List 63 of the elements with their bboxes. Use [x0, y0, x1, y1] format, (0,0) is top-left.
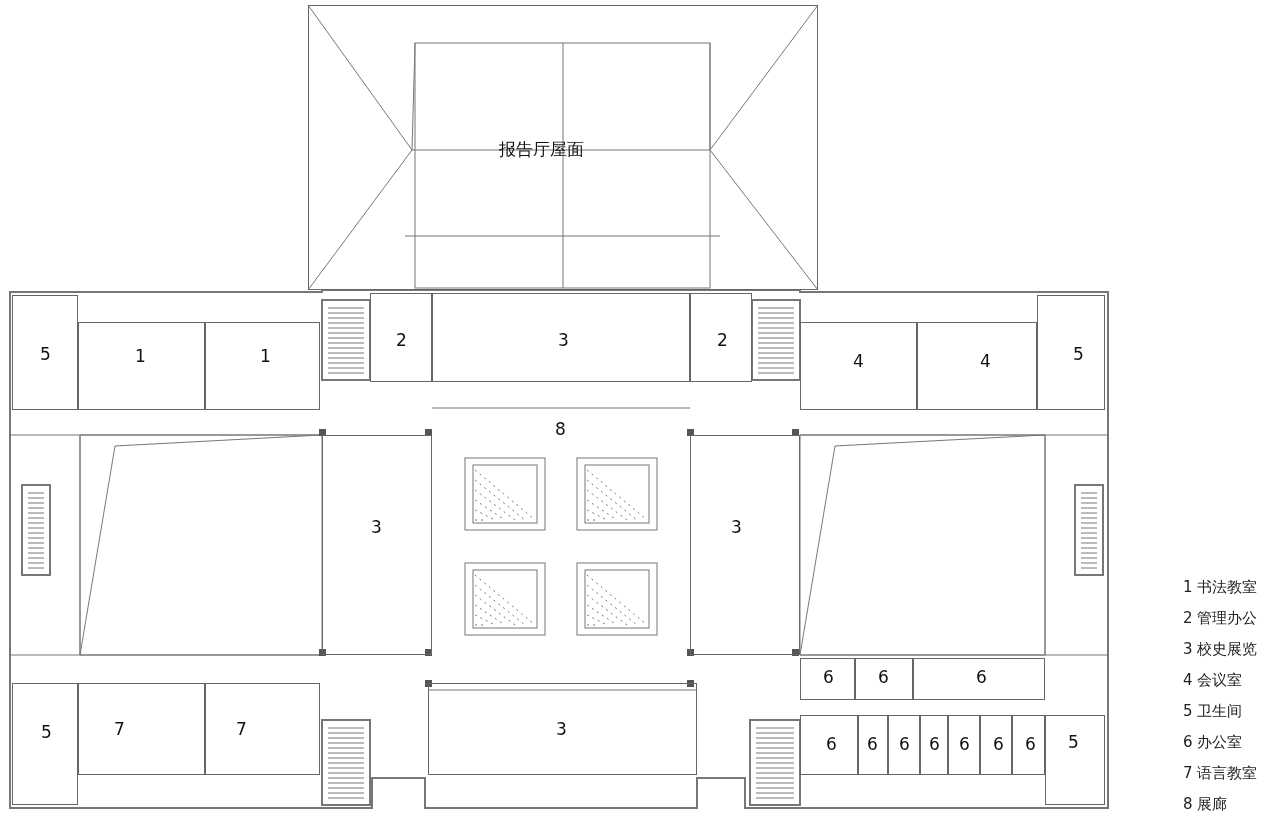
room-number: 4: [853, 353, 864, 370]
room-number: 1: [260, 348, 271, 365]
office-room: [800, 715, 858, 775]
exhibition-room: [690, 435, 800, 655]
room-number: 6: [1025, 736, 1036, 753]
room-number: 6: [878, 669, 889, 686]
room-number: 3: [556, 721, 567, 738]
office-room: [855, 658, 913, 700]
office-room: [690, 293, 752, 382]
room-number: 6: [867, 736, 878, 753]
room-number: 5: [40, 346, 51, 363]
exhibition-room: [428, 683, 697, 775]
classroom: [205, 322, 320, 410]
room-number: 8: [555, 421, 566, 438]
restroom: [12, 683, 78, 805]
legend-text: 8 展廊: [1183, 795, 1228, 814]
restroom: [1045, 715, 1105, 805]
legend-text: 5 卫生间: [1183, 702, 1243, 721]
legend-text: 1 书法教室: [1183, 578, 1258, 597]
exhibition-room: [432, 293, 690, 382]
classroom: [78, 683, 205, 775]
legend-text: 4 会议室: [1183, 671, 1243, 690]
room-number: 3: [371, 519, 382, 536]
room-number: 1: [135, 348, 146, 365]
office-room: [888, 715, 920, 775]
room-number: 6: [976, 669, 987, 686]
restroom: [1037, 295, 1105, 410]
meeting-room: [917, 322, 1037, 410]
room-number: 6: [823, 669, 834, 686]
room-number: 2: [717, 332, 728, 349]
office-room: [913, 658, 1045, 700]
roof-outline: [308, 5, 818, 290]
office-room: [858, 715, 888, 775]
room-number: 4: [980, 353, 991, 370]
room-number: 5: [41, 724, 52, 741]
office-room: [800, 658, 855, 700]
room-number: 2: [396, 332, 407, 349]
office-room: [370, 293, 432, 382]
room-number: 6: [899, 736, 910, 753]
roof-label: 报告厅屋面: [499, 141, 584, 158]
office-room: [948, 715, 980, 775]
room-number: 3: [731, 519, 742, 536]
room-number: 6: [826, 736, 837, 753]
legend-text: 3 校史展览: [1183, 640, 1258, 659]
room-number: 7: [236, 721, 247, 738]
legend-text: 7 语言教室: [1183, 764, 1258, 783]
legend-text: 6 办公室: [1183, 733, 1243, 752]
office-room: [920, 715, 948, 775]
room-number: 5: [1073, 346, 1084, 363]
room-number: 6: [993, 736, 1004, 753]
room-number: 6: [929, 736, 940, 753]
office-room: [980, 715, 1012, 775]
exhibition-room: [322, 435, 432, 655]
room-number: 7: [114, 721, 125, 738]
classroom: [78, 322, 205, 410]
room-number: 5: [1068, 734, 1079, 751]
meeting-room: [800, 322, 917, 410]
legend-text: 2 管理办公: [1183, 609, 1258, 628]
room-number: 6: [959, 736, 970, 753]
classroom: [205, 683, 320, 775]
restroom: [12, 295, 78, 410]
office-room: [1012, 715, 1045, 775]
room-number: 3: [558, 332, 569, 349]
